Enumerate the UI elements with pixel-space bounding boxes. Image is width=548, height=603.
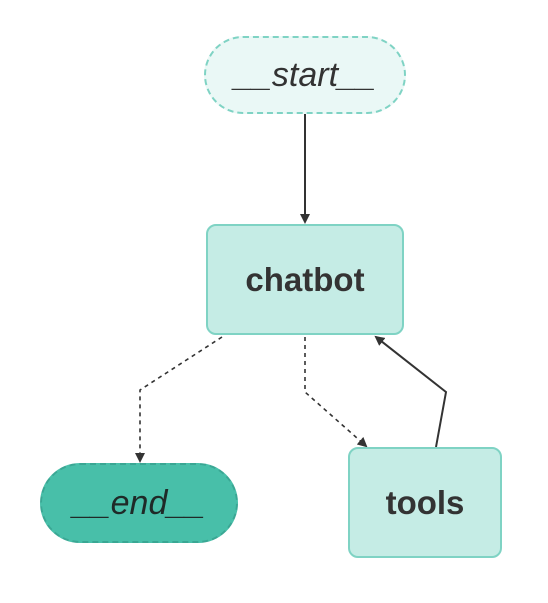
node-tools-label: tools — [385, 483, 465, 521]
edge-tools-to-chatbot — [374, 335, 448, 448]
edge-chatbot-to-tools — [304, 337, 368, 448]
node-chatbot: chatbot — [206, 224, 404, 335]
node-tools: tools — [348, 447, 502, 558]
node-chatbot-label: chatbot — [245, 260, 365, 298]
node-end: __end__ — [40, 463, 238, 543]
node-end-label: __end__ — [72, 483, 206, 522]
node-start-label: __start__ — [234, 55, 376, 94]
node-start: __start__ — [204, 36, 406, 114]
edge-chatbot-to-end — [135, 336, 223, 463]
